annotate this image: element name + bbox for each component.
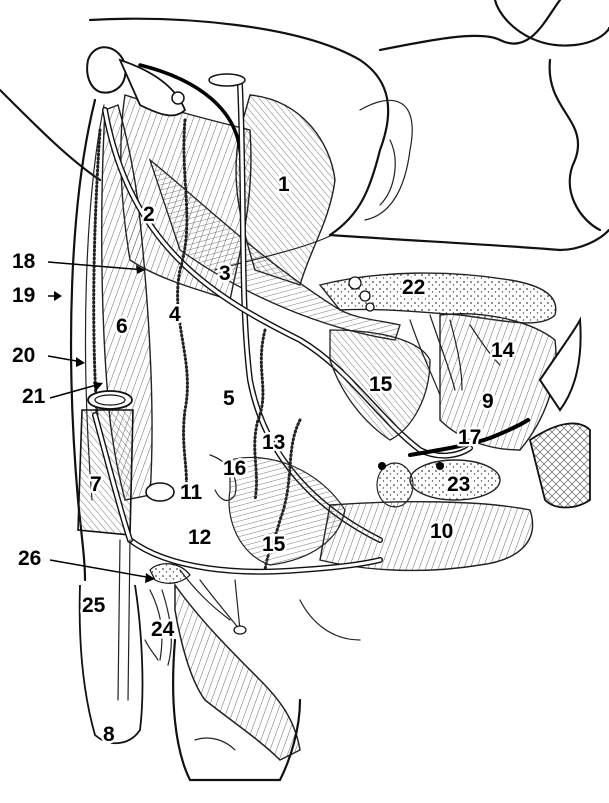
leader-lines [47,261,155,583]
muscle-15-upper [329,329,431,441]
label-13: 13 [262,431,285,454]
label-12: 12 [188,526,211,549]
label-17: 17 [458,426,481,449]
muscle-10 [319,501,534,572]
ganglion-dot-2 [436,462,444,470]
label-1: 1 [278,173,290,196]
label-2: 2 [143,203,155,226]
band-19 [69,98,97,582]
nerve-bottom-arc [92,412,383,575]
vessel-ring-11 [145,482,175,502]
label-14: 14 [491,339,515,362]
label-18: 18 [12,250,36,273]
nerve-arc [138,63,242,152]
mastoid-process [86,46,187,117]
muscle-15-lower [228,456,346,566]
label-4: 4 [169,303,181,326]
label-15-lower: 15 [262,533,286,556]
label-22: 22 [402,276,425,299]
label-21: 21 [22,385,46,408]
gland-22 [318,272,557,324]
label-15-upper: 15 [369,373,393,396]
ducts-22 [348,276,375,312]
vessel-cluster-26 [149,563,241,631]
label-9: 9 [482,390,494,413]
skull-outline [0,0,609,271]
larynx-outline [172,582,361,782]
vessel-16 [209,454,237,502]
label-11: 11 [180,481,203,504]
label-20: 20 [12,344,35,367]
label-3: 3 [219,262,231,285]
label-8: 8 [103,723,115,746]
label-6: 6 [116,315,128,338]
vessel-lower [234,579,241,631]
label-5: 5 [223,387,235,410]
label-10: 10 [430,520,453,543]
duct-17 [408,418,530,457]
label-19: 19 [12,284,35,307]
nerve-14-branches [409,314,501,396]
label-16: 16 [223,457,246,480]
ganglion-dot-1 [378,462,386,470]
label-25: 25 [82,594,106,617]
labels: 1 2 3 4 5 6 7 8 9 10 11 12 13 14 15 15 1… [10,171,518,749]
muscle-3 [148,158,401,341]
nerve-18-path [102,107,473,459]
label-24: 24 [151,618,175,641]
incisor-teeth [528,316,591,509]
label-23: 23 [447,473,470,496]
nerve-4 [176,118,189,502]
label-26: 26 [18,547,41,570]
label-7: 7 [90,473,102,496]
vessel-8 [78,539,144,744]
branches-24 [144,589,172,666]
